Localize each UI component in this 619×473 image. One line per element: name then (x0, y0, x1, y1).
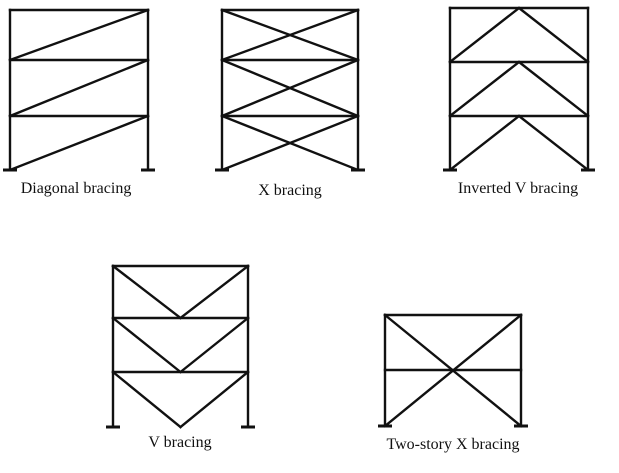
caption-two-story-x-bracing: Two-story X bracing (386, 436, 520, 453)
v-brace (111, 316, 183, 374)
frame-x-bracing (215, 8, 365, 172)
inverted-v-brace (517, 6, 590, 64)
caption-inverted-v-bracing: Inverted V bracing (457, 180, 579, 197)
frame-v-bracing (106, 264, 255, 429)
frame-diagonal-bracing (3, 8, 155, 172)
v-brace (111, 370, 183, 429)
v-brace (178, 264, 250, 320)
frame-inverted-v-bracing (443, 6, 595, 172)
inverted-v-brace (448, 114, 521, 172)
inverted-v-brace (448, 6, 521, 64)
caption-x-bracing: X bracing (258, 182, 322, 199)
diagonal-brace (8, 114, 150, 172)
diagonal-brace (8, 8, 150, 62)
frame-two-story-x-bracing (378, 313, 528, 428)
v-brace (178, 316, 250, 374)
caption-v-bracing: V bracing (148, 434, 212, 451)
x-brace (220, 8, 360, 62)
x-brace (220, 58, 360, 118)
x-brace (220, 114, 360, 172)
v-brace (111, 264, 183, 320)
v-brace (178, 370, 250, 429)
inverted-v-brace (517, 114, 590, 172)
diagonal-brace (8, 58, 150, 118)
two-story-x-brace (383, 313, 523, 428)
caption-diagonal-bracing: Diagonal bracing (20, 180, 132, 197)
inverted-v-brace (448, 60, 521, 118)
inverted-v-brace (517, 60, 590, 118)
